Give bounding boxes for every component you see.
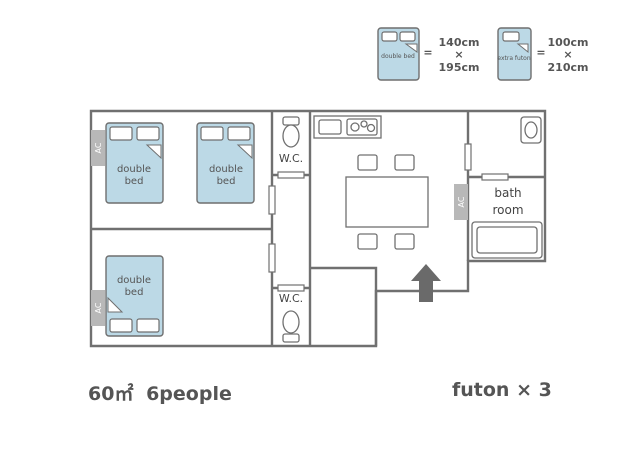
basin-bowl-icon — [524, 121, 538, 139]
blanket-fold-icon — [404, 43, 418, 53]
legend-futon-text: extra futon — [497, 55, 530, 62]
ac-label: AC — [94, 142, 103, 153]
burner-icon — [350, 122, 360, 132]
door — [268, 243, 276, 273]
legend-bed-length: 195cm — [439, 61, 480, 74]
bathtub-inner-icon — [476, 226, 538, 254]
burner-icon — [360, 120, 368, 128]
pillow-icon — [399, 31, 416, 42]
chair-icon — [357, 154, 378, 171]
blanket-fold-icon — [107, 296, 124, 313]
doors — [268, 143, 509, 292]
pillow-icon — [200, 126, 224, 141]
chair-icon — [394, 154, 415, 171]
wc-label-lower: W.C. — [279, 292, 303, 305]
area-capacity-text: 60㎡ 6people — [88, 379, 232, 406]
chair-icon — [394, 233, 415, 250]
toilet-upper: W.C. — [279, 116, 303, 165]
wash-basin — [520, 116, 542, 144]
area-value: 60㎡ — [88, 383, 134, 405]
pillow-icon — [227, 126, 251, 141]
pillow-icon — [136, 126, 160, 141]
ac-label: AC — [94, 302, 103, 313]
pillow-icon — [381, 31, 398, 42]
ac-unit-kitchen: AC — [454, 184, 468, 220]
outer-wall — [89, 109, 547, 348]
pillow-icon — [502, 31, 520, 42]
blanket-fold-icon — [236, 144, 253, 160]
legend-bed-width: 140cm — [439, 36, 480, 49]
chair-icon — [357, 233, 378, 250]
bed-label-line2: bed — [125, 176, 144, 187]
bath-label-line1: bath — [494, 186, 521, 200]
bed-top-right: double bed — [196, 122, 255, 204]
legend-futon-width: 100cm — [548, 36, 589, 49]
burner-icon — [366, 123, 376, 133]
bed-bottom-left: double bed — [105, 255, 164, 337]
legend-bed-times: × — [454, 48, 463, 61]
toilet-tank-icon — [282, 116, 300, 126]
door — [268, 185, 276, 215]
sink-icon — [318, 119, 342, 135]
ac-unit-bottom: AC — [91, 290, 105, 326]
bed-label-line2: bed — [125, 287, 144, 298]
legend-bed-equals: = — [423, 46, 432, 59]
ac-unit-top: AC — [91, 130, 105, 166]
legend-extra-futon: extra futon = 100cm × 210cm — [497, 27, 589, 81]
futon-count-text: futon × 3 — [452, 379, 552, 401]
toilet-lower: W.C. — [279, 292, 303, 343]
legend-futon-times: × — [563, 48, 572, 61]
ac-label: AC — [457, 196, 466, 207]
bed-label-line1: double — [117, 164, 151, 175]
toilet-bowl-icon — [282, 124, 300, 148]
toilet-bowl-icon — [282, 310, 300, 334]
kitchen-counter — [313, 115, 382, 139]
bath-room: bath room — [471, 186, 543, 259]
legend-futon-length: 210cm — [548, 61, 589, 74]
entrance-arrow-icon — [411, 264, 441, 302]
legend-double-bed: double bed = 140cm × 195cm — [377, 27, 480, 81]
pillow-icon — [136, 318, 160, 333]
people-value: 6people — [146, 383, 232, 405]
bed-label-line1: double — [209, 164, 243, 175]
wc-label-upper: W.C. — [279, 152, 303, 165]
bed-label-line1: double — [117, 275, 151, 286]
pillow-icon — [109, 126, 133, 141]
door — [481, 173, 509, 181]
legend-bed-text-1: double bed — [381, 53, 415, 60]
blanket-fold-icon — [145, 144, 162, 160]
legend-futon-equals: = — [536, 46, 545, 59]
door — [277, 171, 305, 179]
dining-table-icon — [345, 176, 429, 228]
dining-set — [345, 154, 429, 250]
door — [464, 143, 472, 171]
bed-label-line2: bed — [217, 176, 236, 187]
blanket-fold-icon — [516, 43, 529, 54]
pillow-icon — [109, 318, 133, 333]
bath-label-line2: room — [492, 203, 523, 217]
bed-top-left: double bed — [105, 122, 164, 204]
storage-wall — [310, 266, 378, 346]
door — [277, 284, 305, 292]
toilet-tank-icon — [282, 333, 300, 343]
walls — [89, 109, 547, 348]
